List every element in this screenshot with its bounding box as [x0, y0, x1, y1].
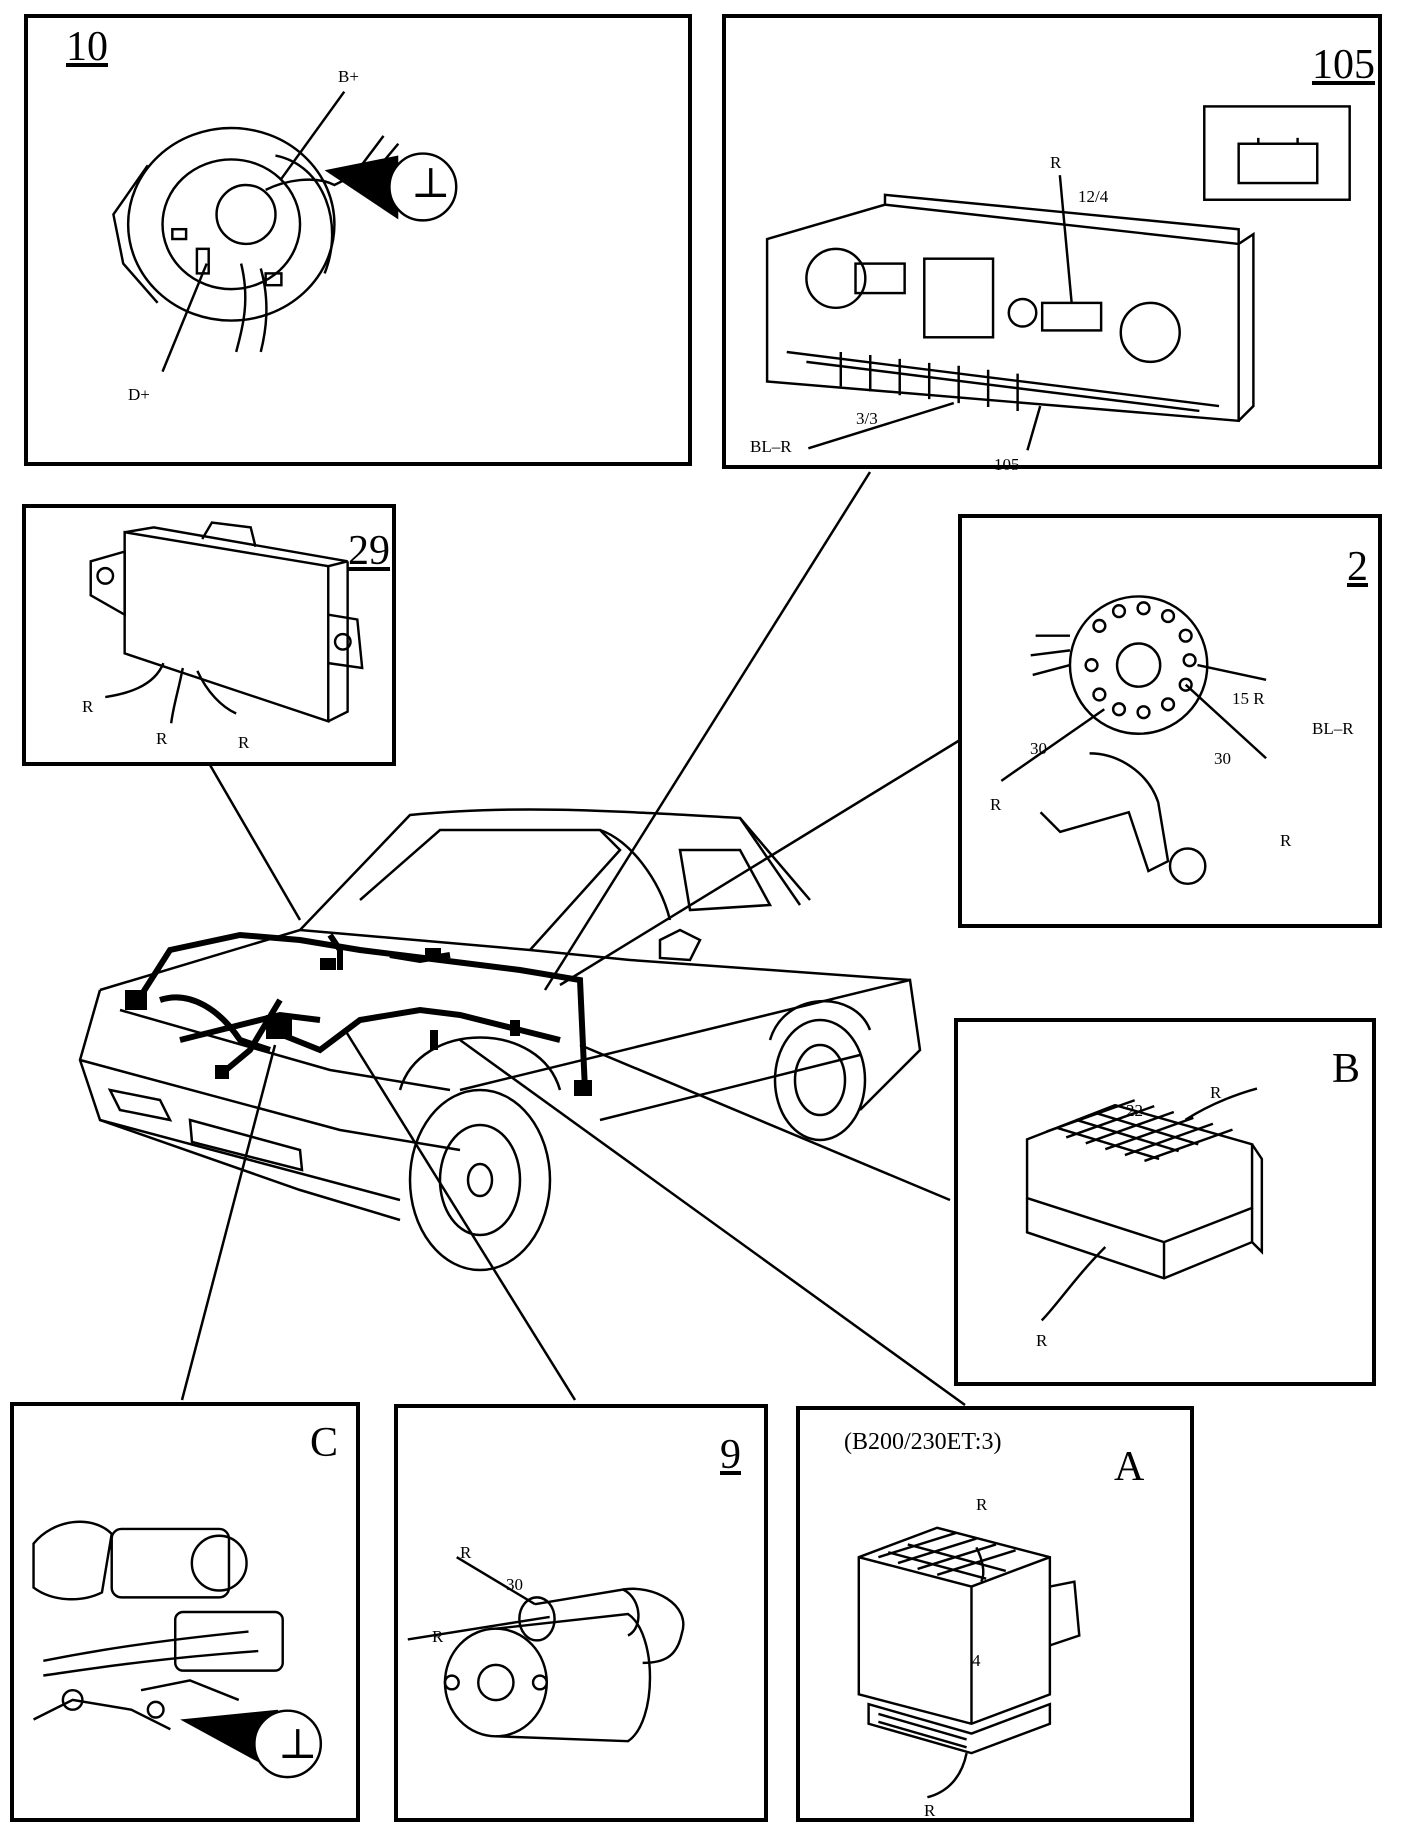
leader-A — [459, 1038, 966, 1407]
label-pin-12-4: 12/4 — [1078, 187, 1109, 206]
panel-B-letter: B — [1332, 1046, 1361, 1092]
panel-9-number: 9 — [720, 1432, 741, 1478]
leader-B — [579, 1043, 951, 1202]
panel-105-number: 105 — [1312, 42, 1375, 88]
panel-C-starter-ground: C ⊥ — [10, 1402, 360, 1822]
panel-A-relay-connector: (B200/230ET:3) A R 4 R — [796, 1406, 1194, 1822]
panel-C-letter: C — [310, 1420, 339, 1466]
leader-9 — [343, 1029, 577, 1401]
ground-symbol-icon: ⊥ — [278, 1722, 318, 1768]
instrument-cluster-illustration — [765, 105, 1351, 451]
label-r-2: R — [432, 1627, 444, 1646]
label-r-1: R — [460, 1543, 472, 1562]
starter-motor-illustration — [407, 1556, 685, 1743]
label-r-b: R — [1280, 831, 1292, 850]
car-with-wiring-harness — [78, 808, 922, 1272]
label-b-plus: B+ — [338, 67, 359, 86]
label-r-bottom: R — [924, 1801, 936, 1820]
label-terminal-30: 30 — [506, 1575, 523, 1594]
caption-engine-variant: (B200/230ET:3) — [844, 1429, 1002, 1455]
label-d-plus: D+ — [128, 385, 150, 404]
label-pin-22: 22 — [1126, 1101, 1143, 1120]
label-r-top: R — [976, 1495, 988, 1514]
label-terminal-30-a: 30 — [1030, 739, 1047, 758]
label-r-top: R — [1210, 1083, 1222, 1102]
panel-10-number: 10 — [66, 24, 108, 70]
harness-connectors — [125, 948, 592, 1096]
control-module-illustration — [89, 521, 364, 724]
label-pin-4: 4 — [972, 1651, 981, 1670]
leader-C — [180, 1044, 277, 1401]
label-r-3: R — [238, 733, 250, 752]
leader-105 — [543, 471, 872, 991]
ignition-switch-illustration — [1000, 595, 1267, 886]
leader-2 — [559, 738, 961, 987]
panel-A-letter: A — [1114, 1444, 1145, 1490]
connector-b-illustration — [1025, 1087, 1264, 1322]
alternator-illustration — [112, 90, 458, 373]
label-r-1: R — [82, 697, 94, 716]
panel-29-number: 29 — [348, 528, 390, 574]
panel-29-control-module: 29 R R R — [22, 504, 396, 766]
panel-10-alternator: 10 B+ D+ ⊥ — [24, 14, 692, 466]
label-r-bottom: R — [1036, 1331, 1048, 1350]
label-bl-r: BL–R — [1312, 719, 1354, 738]
ground-symbol-icon: ⊥ — [411, 161, 451, 207]
label-bl-r: BL–R — [750, 437, 792, 456]
label-pin-3-3: 3/3 — [856, 409, 878, 428]
connector-a-illustration — [857, 1526, 1081, 1799]
label-r-a: R — [990, 795, 1002, 814]
label-15-r: 15 R — [1232, 689, 1265, 708]
panel-2-ignition-switch: 2 15 R BL–R 30 30 R R — [958, 514, 1382, 928]
leader-29 — [208, 764, 302, 921]
panel-2-number: 2 — [1347, 544, 1368, 590]
label-terminal-30-b: 30 — [1214, 749, 1231, 768]
label-pin-105: 105 — [994, 455, 1020, 474]
panel-105-instrument-cluster: 105 R 12/4 3/3 BL–R 105 — [722, 14, 1382, 473]
label-r: R — [1050, 153, 1062, 172]
label-r-2: R — [156, 729, 168, 748]
car-body-outline — [78, 808, 922, 1272]
panel-B-connector: B 22 R R — [954, 1018, 1376, 1386]
starter-ground-illustration — [32, 1520, 323, 1779]
panel-9-starter-motor: 9 R 30 R — [394, 1404, 768, 1822]
